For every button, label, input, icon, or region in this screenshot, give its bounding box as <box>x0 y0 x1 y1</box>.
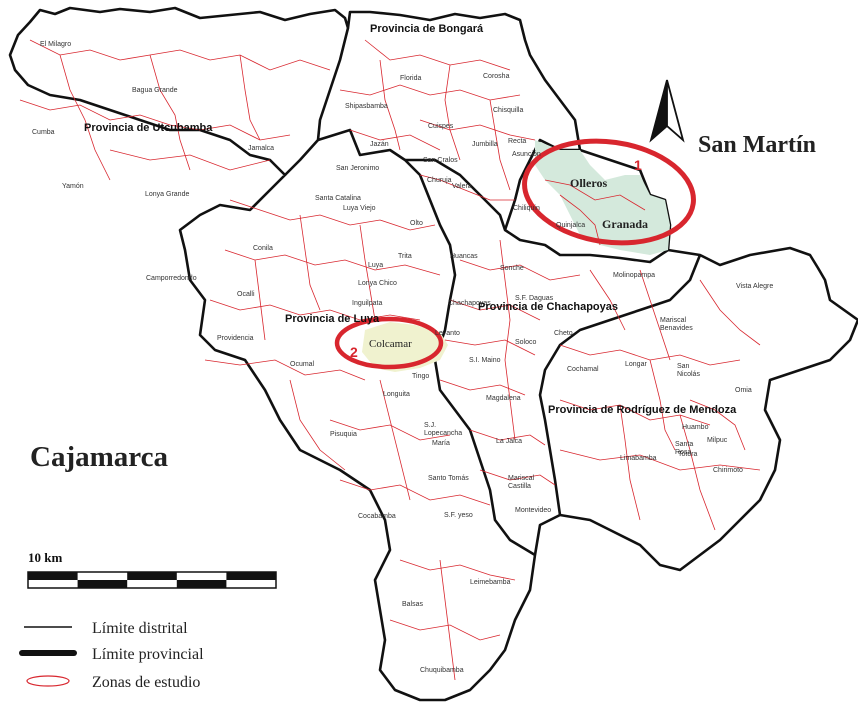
district-label-la-jalca: La Jalca <box>496 438 522 445</box>
district-label-s-i-maino: S.I. Maino <box>469 357 501 364</box>
district-label-cumba: Cumba <box>32 129 55 136</box>
district-label-lonya-grande: Lonya Grande <box>145 191 189 198</box>
study-zone-2-ring[interactable] <box>334 316 444 370</box>
district-label-soloco: Soloco <box>515 339 537 346</box>
district-label-chirimoto: Chirimoto <box>713 467 743 474</box>
legend-zones-label: Zonas de estudio <box>92 674 200 691</box>
province-labels: Provincia de Bongará Provincia de Utcuba… <box>84 23 737 416</box>
province-label-utcubamba: Provincia de Utcubamba <box>84 122 213 134</box>
district-label-jamalca: Jamalca <box>248 145 274 152</box>
district-label-recta: Recta <box>508 138 526 145</box>
district-label-conila: Conila <box>253 245 273 252</box>
district-label-magdalena: Magdalena <box>486 395 521 402</box>
district-label-cocabamba: Cocabamba <box>358 513 396 520</box>
district-label-maría: María <box>432 440 450 447</box>
district-label-balsas: Balsas <box>402 601 424 608</box>
province-label-luya: Provincia de Luya <box>285 313 380 325</box>
study-zone-labels: 1 Olleros Granada 2 Colcamar <box>350 157 648 360</box>
district-label-luya-viejo: Luya Viejo <box>343 205 376 212</box>
province-label-chachapoyas: Provincia de Chachapoyas <box>478 301 618 313</box>
district-label-providencia: Providencia <box>217 335 254 342</box>
district-label-s-f-daguas: S.F. Daguas <box>515 295 554 302</box>
district-label-chachapoyas: Chachapoyas <box>448 300 491 307</box>
district-label-lonya-chico: Lonya Chico <box>358 280 397 287</box>
district-label-santa-catalina: Santa Catalina <box>315 195 361 202</box>
district-label-molinopampa: Molinopampa <box>613 272 655 279</box>
district-label-ocalli: Ocalli <box>237 291 255 298</box>
district-label-olto: Olto <box>410 220 423 227</box>
district-label-leimebamba: Leimebamba <box>470 579 511 586</box>
province-label-bongara: Provincia de Bongará <box>370 23 484 35</box>
district-label-florida: Florida <box>400 75 422 82</box>
district-label-huancas: Huancas <box>450 253 478 260</box>
district-label-valera: Valera <box>452 183 472 190</box>
study-zone-1-ring[interactable] <box>518 131 700 254</box>
district-label-el-milagro: El Milagro <box>40 41 71 48</box>
district-label-shipasbamba: Shipasbamba <box>345 103 388 110</box>
district-label-jazán: Jazán <box>370 141 389 148</box>
district-label-ocumal: Ocumal <box>290 361 315 368</box>
district-label-chuquibamba: Chuquibamba <box>420 667 464 674</box>
zone2-number: 2 <box>350 344 358 360</box>
district-label-cheto: Cheto <box>554 330 573 337</box>
district-label-asunción: Asunción <box>512 151 541 158</box>
district-label-s-j-lopecancha: S.J.Lopecancha <box>424 422 462 437</box>
district-label-huambo: Huambo <box>682 424 709 431</box>
district-label-chiliquin: Chiliquin <box>513 205 540 212</box>
zone1-district-olleros: Olleros <box>570 176 607 190</box>
region-label-cajamarca: Cajamarca <box>30 441 168 473</box>
district-label-quinjalca: Quinjalca <box>556 222 585 229</box>
legend-district-label: Límite distrital <box>92 620 188 637</box>
district-label-san-cralos: San Cralos <box>423 157 458 164</box>
legend-province-label: Límite provincial <box>92 646 204 663</box>
district-label-omia: Omia <box>735 387 752 394</box>
district-label-inguilpata: Inguilpata <box>352 300 382 307</box>
district-label-jumbilla: Jumbilla <box>472 141 498 148</box>
district-label-bagua-grande: Bagua Grande <box>132 87 178 94</box>
district-label-san-jeronimo: San Jeronimo <box>336 165 379 172</box>
district-label-camporredondo: Camporredondo <box>146 275 197 282</box>
district-label-tingo: Tingo <box>412 373 429 380</box>
district-label-vista-alegre: Vista Alegre <box>736 283 773 290</box>
zone1-district-granada: Granada <box>602 217 648 231</box>
zone1-number: 1 <box>634 157 642 173</box>
zone1-fill <box>535 140 670 255</box>
legend: Límite distrital Límite provincial Zonas… <box>19 620 204 691</box>
district-label-totora: Totora <box>678 451 698 458</box>
region-label-san-martin: San Martín <box>698 132 816 158</box>
scale-bar: 10 km <box>27 550 277 589</box>
legend-zones-swatch <box>26 675 70 687</box>
scale-label: 10 km <box>28 550 62 565</box>
district-boundaries <box>19 39 761 681</box>
district-label-cuispes: Cuispes <box>428 123 454 130</box>
district-label-pisuquia: Pisuquia <box>330 431 357 438</box>
district-label-santo-tomás: Santo Tomás <box>428 475 469 482</box>
district-label-montevideo: Montevideo <box>515 507 551 514</box>
district-label-longuita: Longuita <box>383 391 410 398</box>
district-label-churuja: Churuja <box>427 177 452 184</box>
district-label-corosha: Corosha <box>483 73 510 80</box>
district-label-s-f-yeso: S.F. yeso <box>444 512 473 519</box>
district-label-luya: Luya <box>368 262 383 269</box>
province-label-rodriguez: Provincia de Rodríguez de Mendoza <box>548 404 737 416</box>
study-zone-rings <box>334 131 700 370</box>
north-arrow-icon <box>649 79 685 143</box>
district-label-sonche: Sonche <box>500 265 524 272</box>
district-label-levanto: Levanto <box>435 330 460 337</box>
zone2-district-colcamar: Colcamar <box>369 338 412 350</box>
district-label-longar: Longar <box>625 361 647 368</box>
district-label-cochamal: Cochamal <box>567 366 599 373</box>
district-label-milpuc: Milpuc <box>707 437 728 444</box>
district-label-yamón: Yamón <box>62 183 84 190</box>
district-label-limabamba: Limabamba <box>620 455 657 462</box>
district-label-chisquilla: Chisquilla <box>493 107 523 114</box>
district-label-trita: Trita <box>398 253 412 260</box>
